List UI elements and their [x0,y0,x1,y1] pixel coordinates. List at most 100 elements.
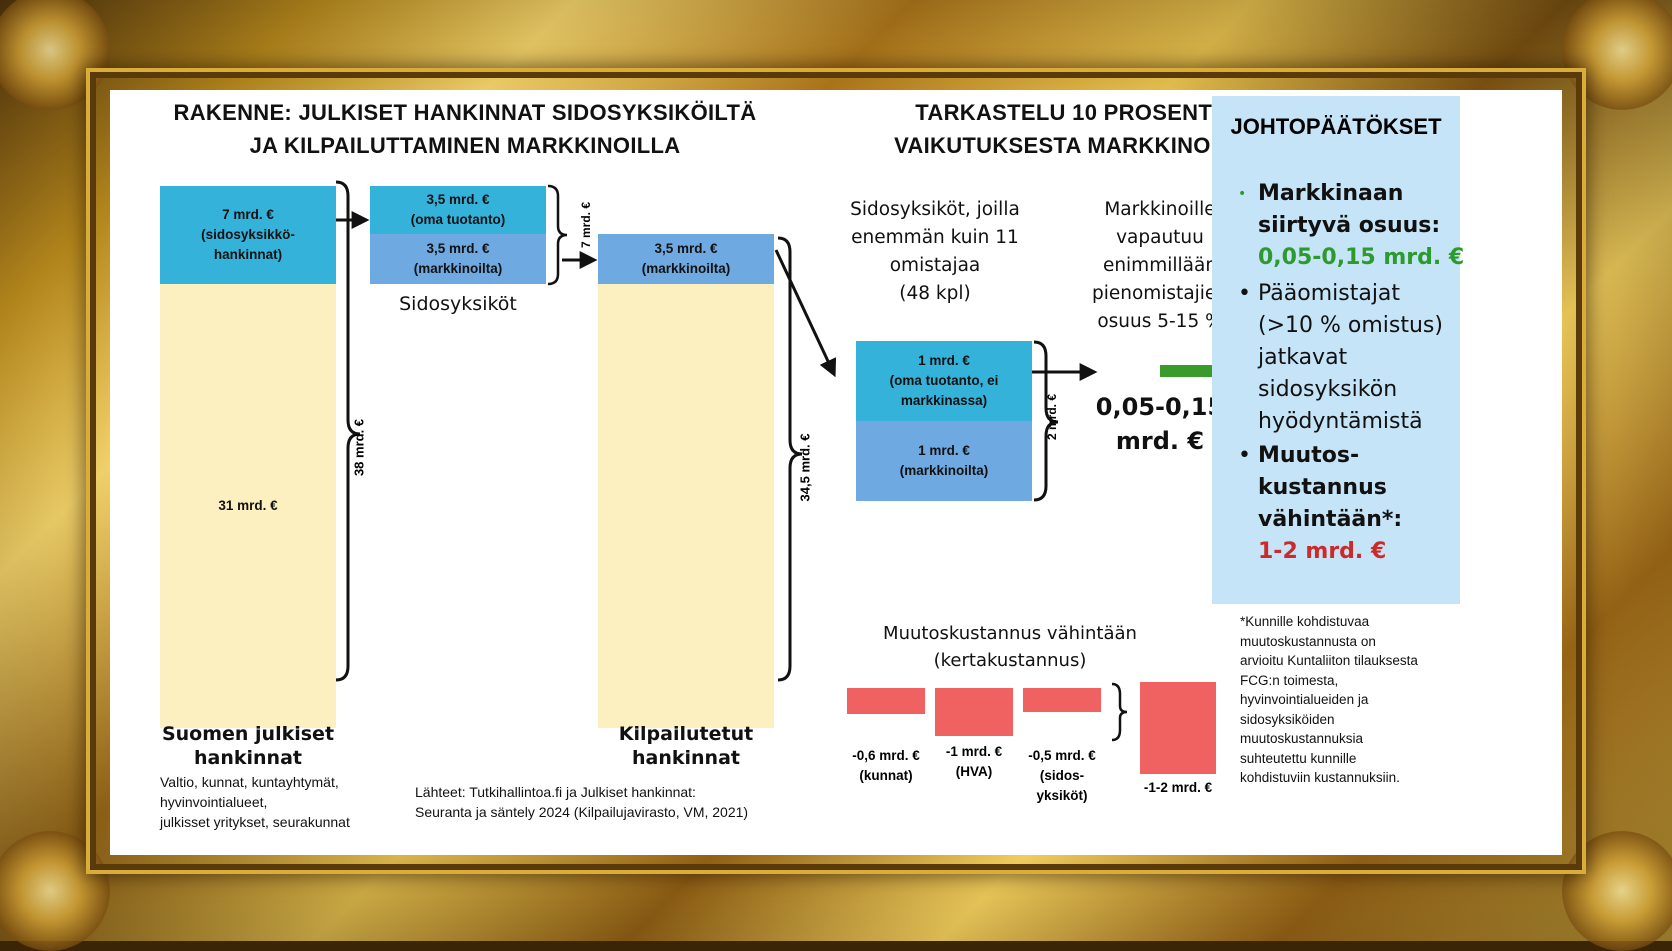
change-cost-title: Muutoskustannus vähintään (kertakustannu… [830,620,1190,674]
conclusion-item-market-share: • Markkinaan siirtyvä osuus: 0,05-0,15 m… [1238,178,1468,274]
block-note: (oma tuotanto) [410,212,506,227]
conclusion-item-change-cost: • Muutos- kustannus vähintään*: 1-2 mrd.… [1238,440,1468,568]
title-line: (kertakustannus) [933,650,1087,671]
conclusion-highlight: 1-2 mrd. € [1258,539,1387,564]
heading-line: Sidosyksiköt, joilla [850,199,1020,220]
heading-line: vapautuu [1116,227,1204,248]
conclusion-text: Markkinaan [1258,181,1404,206]
in-house-from-market-block: 3,5 mrd. € (markkinoilta) [370,234,546,284]
released-heading: Markkinoille vapautuu enimmillään pienom… [1070,196,1250,336]
heading-line: enimmillään [1102,255,1218,276]
footnote-line: kohdistuviin kustannuksiin. [1240,770,1400,785]
change-cost-bar-in-house-units [1023,688,1101,712]
conclusions-title: JOHTOPÄÄTÖKSET [1230,114,1442,139]
middle-title-line2: VAIKUTUKSESTA MARKKINOIHIN [894,133,1256,158]
heading-line: omistajaa [889,255,981,276]
public-other-block: 31 mrd. € [160,284,336,728]
footnote-line: muutoskustannusta on [1240,633,1376,649]
sub-caption-line: Valtio, kunnat, kuntayhtymät, [160,774,339,790]
tendered-caption: Kilpailutetut hankinnat [586,722,786,770]
caption-line: hankinnat [194,747,302,769]
sources-line: Lähteet: Tutkihallintoa.fi ja Julkiset h… [415,784,696,800]
change-cost-label-in-house-units: -0,5 mrd. € (sidos- yksiköt) [1012,746,1112,806]
frame-ornament-bottom-left [0,831,110,951]
block-value: 1 mrd. € [918,353,970,368]
block-note: (markkinoilta) [641,261,731,276]
middle-title-line1: TARKASTELU 10 PROSENTIN [915,100,1235,125]
footnote-line: hyvinvointialueiden ja [1240,692,1369,707]
released-value: 0,05-0,15 mrd. € [1070,390,1250,458]
brace-label-7: 7 mrd. € [579,201,593,249]
brace-label-34-5: 34,5 mrd. € [797,433,813,502]
public-caption: Suomen julkiset hankinnat [130,722,366,770]
footnote-line: arvioitu Kuntaliiton tilauksesta [1240,653,1418,668]
conclusion-text: vähintään*: [1258,507,1403,532]
footnote-line: muutoskustannuksia [1240,731,1364,746]
block-value: 3,5 mrd. € [426,241,490,256]
change-cost-label-wellbeing-areas: -1 mrd. € (HVA) [924,742,1024,782]
block-value: 3,5 mrd. € [654,241,718,256]
bar-label-line: -1 mrd. € [945,744,1003,759]
conclusion-item-main-owners: • Pääomistajat (>10 % omistus) jatkavat … [1238,278,1468,438]
conclusion-text: (>10 % omistus) [1258,313,1443,338]
tendered-from-in-house-block: 3,5 mrd. € (markkinoilta) [598,234,774,284]
change-cost-bar-total [1140,682,1216,774]
conclusion-text: kustannus [1258,475,1387,500]
conclusion-text: hyödyntämistä [1258,409,1423,434]
sources-line: Seuranta ja säntely 2024 (Kilpailujavira… [415,804,749,820]
block-note: markkinassa) [900,393,988,408]
caption-line: Suomen julkiset [161,723,335,745]
block-note: hankinnat) [213,247,283,262]
block-value: 31 mrd. € [218,498,278,513]
public-sub-caption: Valtio, kunnat, kuntayhtymät, hyvinvoint… [160,772,420,832]
bullet-dot-icon: • [1238,186,1247,202]
block-value: 1 mrd. € [918,443,970,458]
middle-title: TARKASTELU 10 PROSENTIN VAIKUTUKSESTA MA… [855,96,1295,162]
sources-note: Lähteet: Tutkihallintoa.fi ja Julkiset h… [415,782,785,822]
brace-label-38: 38 mrd. € [351,418,367,477]
change-cost-label-municipalities: -0,6 mrd. € (kunnat) [836,746,936,786]
conclusion-highlight: 0,05-0,15 mrd. € [1258,245,1465,270]
brace-7 [547,184,568,286]
footnote-line: *Kunnille kohdistuvaa [1240,614,1370,629]
conclusions-panel: JOHTOPÄÄTÖKSET • Markkinaan siirtyvä osu… [1212,96,1464,604]
block-note: (markkinoilta) [899,463,989,478]
in-house-own-production-block: 3,5 mrd. € (oma tuotanto) [370,186,546,234]
public-in-house-block: 7 mrd. € (sidosyksikkö- hankinnat) [160,186,336,284]
conclusion-text: jatkavat [1258,345,1348,370]
heading-line: (48 kpl) [899,283,971,304]
footnote-line: FCG:n toimesta, [1240,672,1339,688]
heading-line: Markkinoille [1104,199,1216,220]
conclusion-text: siirtyvä osuus: [1258,213,1441,238]
bullet-dot-icon: • [1238,443,1251,468]
footnote-line: suhteutettu kunnille [1240,750,1357,766]
bar-label-line: (sidos- [1039,768,1085,783]
caption-line: Kilpailutetut [618,723,754,745]
bullet-dot-icon: • [1238,281,1251,306]
left-title: RAKENNE: JULKISET HANKINNAT SIDOSYKSIKÖI… [130,96,800,162]
block-note: (oma tuotanto, ei [889,373,999,388]
change-cost-bar-wellbeing-areas [935,688,1013,736]
title-line: Muutoskustannus vähintään [883,623,1137,644]
bar-label-line: yksiköt) [1036,788,1088,803]
heading-line: pienomistajien [1091,283,1229,304]
change-cost-bar-municipalities [847,688,925,714]
frame-ornament-top-left [0,0,110,110]
over-11-own-production-block: 1 mrd. € (oma tuotanto, ei markkinassa) [856,341,1032,421]
heading-line: osuus 5-15 % [1097,311,1223,332]
conclusion-text: Muutos- [1258,443,1360,468]
brace-label-2: 2 mrd. € [1045,393,1059,441]
left-title-line1: RAKENNE: JULKISET HANKINNAT SIDOSYKSIKÖI… [173,100,757,125]
conclusion-text: sidosyksikön [1258,377,1398,402]
block-note: (markkinoilta) [413,261,503,276]
conclusions-footnote: *Kunnille kohdistuvaa muutoskustannusta … [1240,612,1460,788]
brace-change-cost [1111,682,1128,742]
value-line: mrd. € [1115,427,1205,455]
tendered-other-block [598,284,774,728]
sub-caption-line: julkisset yritykset, seurakunnat [160,814,350,830]
heading-line: enemmän kuin 11 [851,227,1019,248]
footnote-line: sidosyksiköiden [1240,711,1335,727]
value-line: 0,05-0,15 [1095,393,1225,421]
over-11-from-market-block: 1 mrd. € (markkinoilta) [856,421,1032,501]
infographic-canvas: RAKENNE: JULKISET HANKINNAT SIDOSYKSIKÖI… [110,90,1562,855]
